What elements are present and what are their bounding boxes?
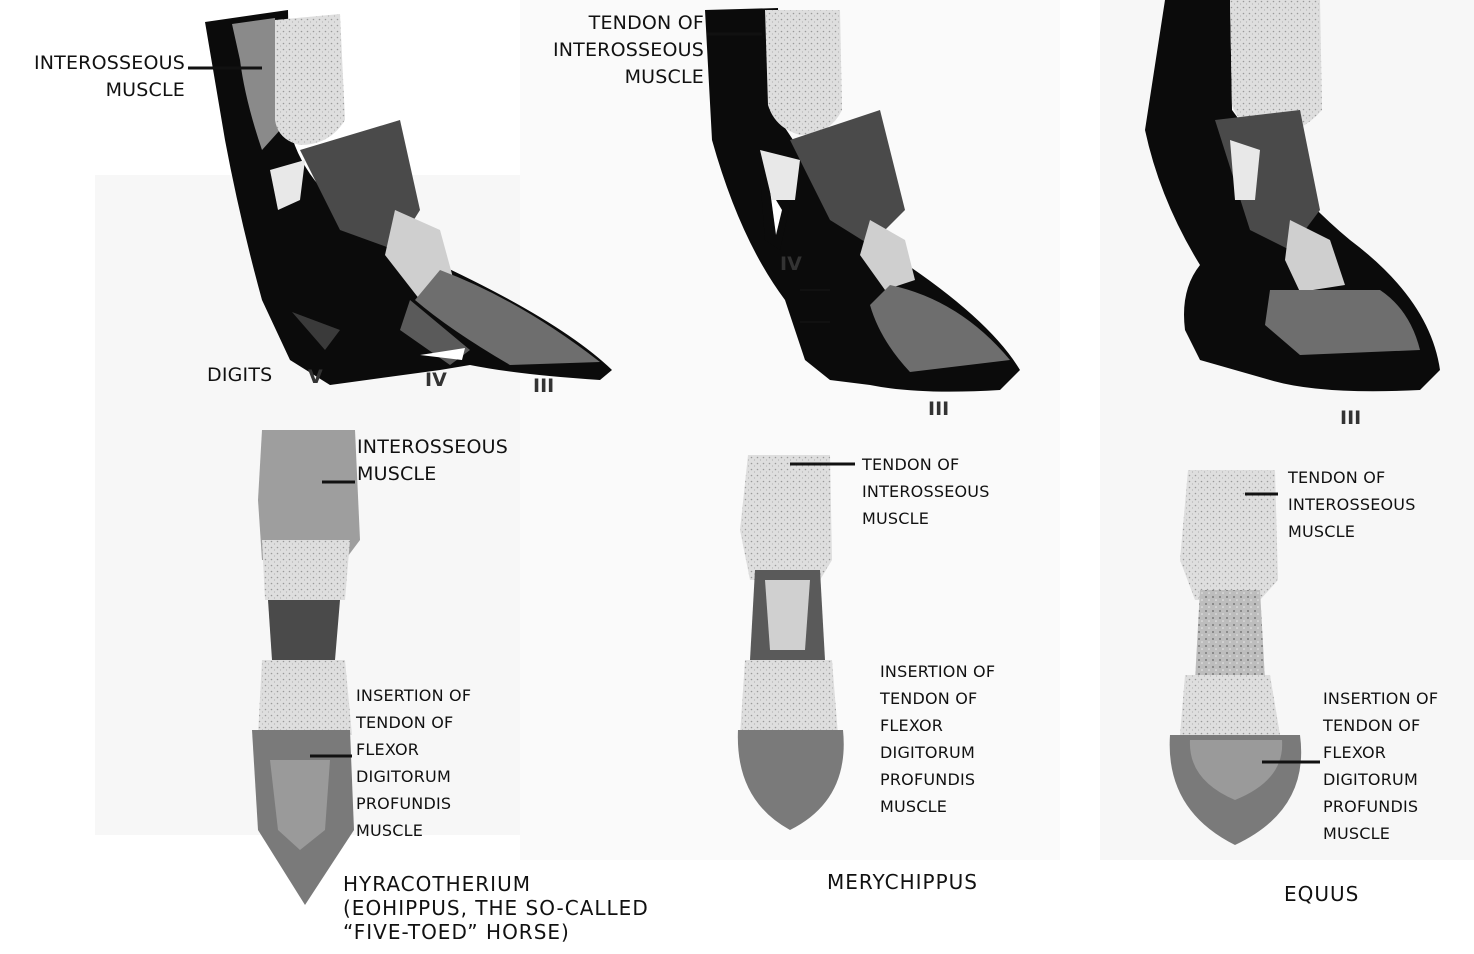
hyracotherium-lateral-muscle-label: INTEROSSEOUS MUSCLE: [0, 50, 185, 104]
merychippus-digit-iii-numeral: III: [928, 398, 949, 420]
digit-iv-numeral: IV: [425, 369, 447, 391]
merychippus-front-tendon-label: TENDON OF INTEROSSEOUS MUSCLE: [862, 451, 990, 532]
equus-digit-iii-numeral: III: [1340, 407, 1361, 429]
merychippus-lateral-tendon-label: TENDON OF INTEROSSEOUS MUSCLE: [510, 10, 704, 91]
hyracotherium-insertion-label: INSERTION OF TENDON OF FLEXOR DIGITORUM …: [356, 682, 471, 844]
hyracotherium-front-foot: [252, 430, 360, 905]
hyracotherium-caption: HYRACOTHERIUM (EOHIPPUS, THE SO-CALLED “…: [343, 872, 649, 944]
digits-label: DIGITS: [207, 362, 272, 389]
merychippus-caption: MERYCHIPPUS: [827, 870, 978, 894]
hyracotherium-front-muscle-label: INTEROSSEOUS MUSCLE: [357, 434, 508, 488]
digit-iii-numeral: III: [533, 375, 554, 397]
equus-insertion-label: INSERTION OF TENDON OF FLEXOR DIGITORUM …: [1323, 685, 1438, 847]
merychippus-insertion-label: INSERTION OF TENDON OF FLEXOR DIGITORUM …: [880, 658, 995, 820]
merychippus-digit-iv-numeral: IV: [780, 253, 802, 275]
digit-v-numeral: V: [308, 366, 323, 388]
equus-caption: EQUUS: [1284, 882, 1359, 906]
equus-front-tendon-label: TENDON OF INTEROSSEOUS MUSCLE: [1288, 464, 1416, 545]
